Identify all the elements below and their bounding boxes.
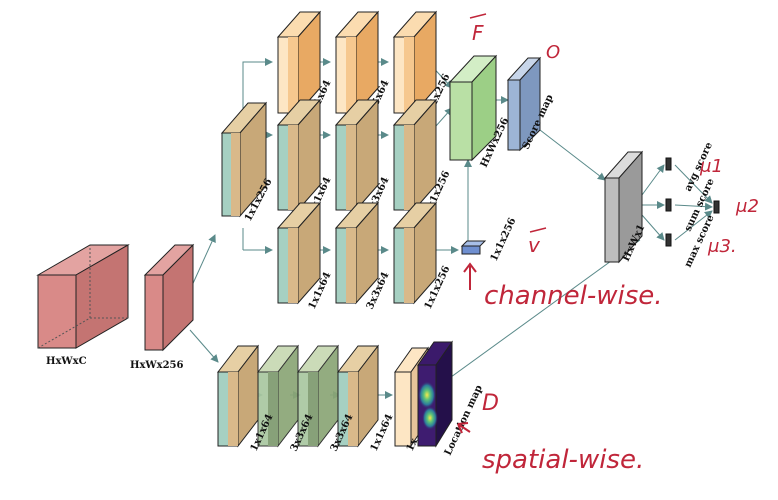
mid-row-blocks — [276, 98, 438, 212]
feature-block — [448, 54, 498, 162]
branch-conv-block — [220, 101, 268, 218]
input-tensor-block — [36, 244, 130, 349]
score-map-block — [506, 56, 542, 152]
score-bars — [665, 157, 720, 247]
annotation-v: v — [528, 233, 541, 257]
annotation-channel-wise: channel-wise. — [484, 281, 663, 311]
reduced-tensor-block — [143, 243, 195, 352]
annotation-spatial-wise: spatial-wise. — [482, 445, 644, 475]
upper-row-blocks — [276, 10, 438, 115]
annotation-mu1: μ1 — [699, 156, 723, 177]
vector-block — [460, 240, 487, 255]
input-label: HxWxC — [46, 356, 87, 367]
handwritten-annotations: F O v channel-wise. D spatial-wise. μ1 μ… — [457, 13, 759, 475]
spatial-label-5: 1x — [405, 436, 421, 453]
annotation-O-top: O — [546, 42, 560, 63]
result-block — [603, 150, 644, 264]
annotation-mu2: μ2 — [735, 196, 759, 217]
annotation-O-bottom: D — [482, 391, 499, 416]
annotation-F: F — [472, 21, 484, 45]
vector-label: 1x1x256 — [489, 216, 519, 263]
annotation-mu3: μ3. — [707, 236, 737, 257]
reduced-label: HxWx256 — [130, 360, 184, 371]
spatial-row-blocks — [216, 344, 429, 448]
location-map-block — [417, 340, 453, 448]
lower-row-blocks — [276, 201, 438, 305]
